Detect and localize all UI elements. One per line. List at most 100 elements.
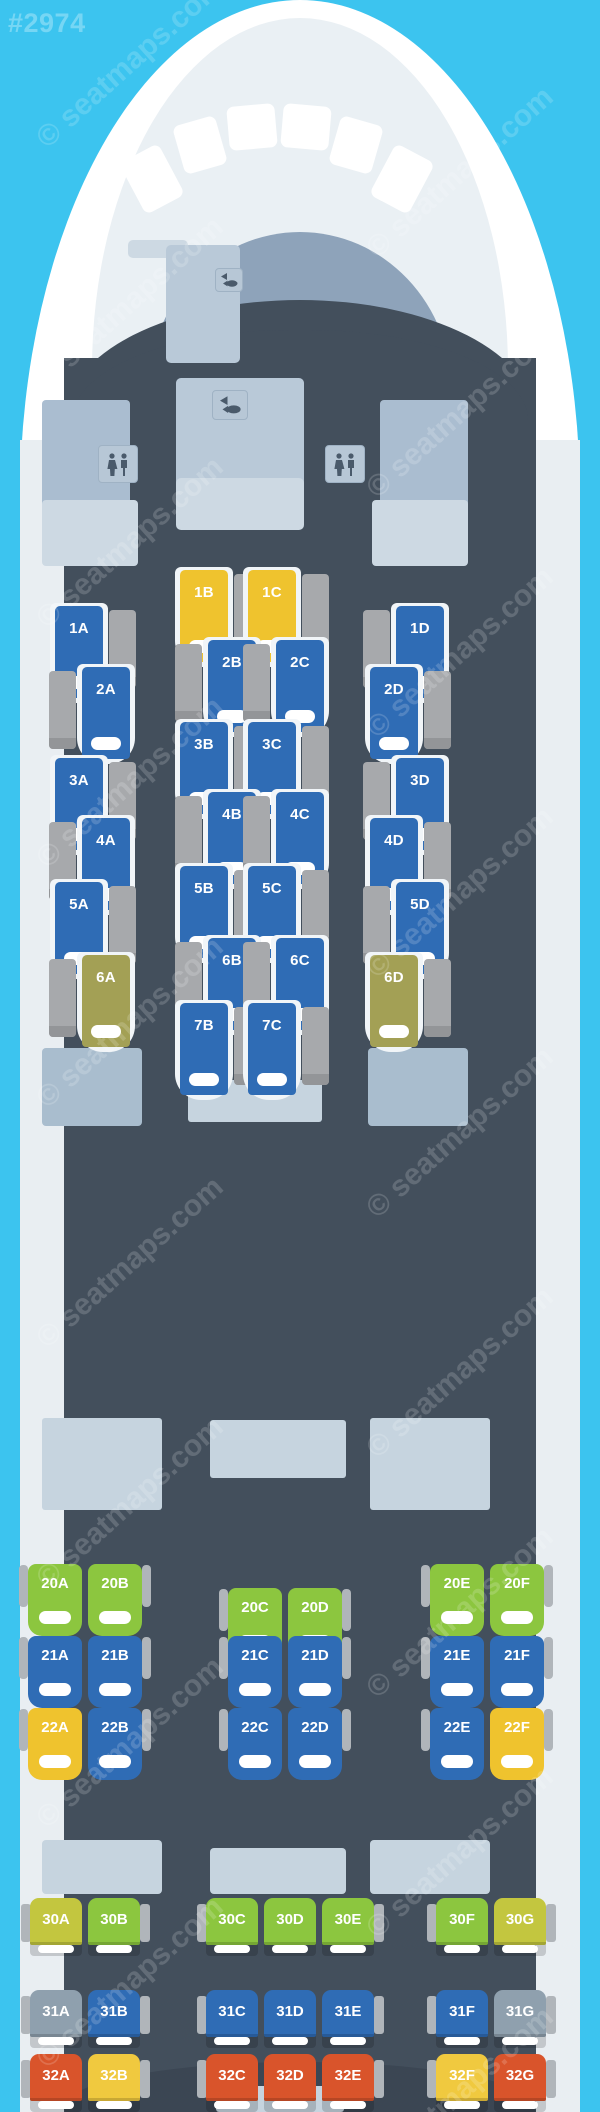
seat-6D[interactable]: 6D: [365, 952, 423, 1052]
seat-6A[interactable]: 6A: [77, 952, 135, 1052]
console-base: [49, 1026, 76, 1037]
pe-overhead-center: [210, 1420, 346, 1478]
seat-belt-pill: [441, 1611, 473, 1624]
seat-21D[interactable]: 21D: [288, 1636, 342, 1708]
seat-backrest: [490, 1564, 544, 1604]
seat-label: 5B: [194, 880, 214, 897]
seat-belt-pill: [299, 1755, 331, 1768]
seat-22E[interactable]: 22E: [430, 1708, 484, 1780]
seat-22D[interactable]: 22D: [288, 1708, 342, 1780]
seat-belt-pill: [91, 1025, 121, 1038]
seat-30C[interactable]: 30C: [206, 1898, 258, 1956]
seat-armrest-right-32E: [374, 2060, 384, 2098]
seat-31F[interactable]: 31F: [436, 1990, 488, 2048]
seat-22B[interactable]: 22B: [88, 1708, 142, 1780]
seat-32A[interactable]: 32A: [30, 2054, 82, 2112]
seat-32C[interactable]: 32C: [206, 2054, 258, 2112]
seat-belt-pill: [379, 737, 409, 750]
seat-21A[interactable]: 21A: [28, 1636, 82, 1708]
seat-32D[interactable]: 32D: [264, 2054, 316, 2112]
seat-31E[interactable]: 31E: [322, 1990, 374, 2048]
pe-overhead-right: [370, 1418, 490, 1510]
console-base: [424, 738, 451, 749]
seat-armrest-20F: [544, 1565, 553, 1607]
seat-backrest: [180, 722, 228, 784]
pe-bulkhead-left: [42, 1840, 162, 1894]
seat-21C[interactable]: 21C: [228, 1636, 282, 1708]
seat-armrest-20B: [142, 1565, 151, 1607]
seat-30G[interactable]: 30G: [494, 1898, 546, 1956]
seat-label: 5D: [410, 896, 430, 913]
seat-armrest-22A: [19, 1709, 28, 1751]
seat-2D[interactable]: 2D: [365, 664, 423, 764]
seat-label: 22B: [101, 1719, 129, 1736]
seat-belt-pill: [257, 1073, 287, 1086]
seat-backrest: [248, 1003, 296, 1065]
seat-belt-pill: [38, 2101, 74, 2109]
seat-30F[interactable]: 30F: [436, 1898, 488, 1956]
seat-20E[interactable]: 20E: [430, 1564, 484, 1636]
seat-label: 30E: [334, 1911, 362, 1928]
seat-30E[interactable]: 30E: [322, 1898, 374, 1956]
seat-22F[interactable]: 22F: [490, 1708, 544, 1780]
seat-backrest: [436, 1990, 488, 2037]
seat-belt-pill: [501, 1683, 533, 1696]
seat-backrest: [206, 2054, 258, 2101]
seat-label: 31C: [218, 2003, 246, 2020]
seat-backrest: [88, 1708, 142, 1748]
seat-label: 21F: [504, 1647, 530, 1664]
seat-belt-pill: [96, 2101, 132, 2109]
seat-21B[interactable]: 21B: [88, 1636, 142, 1708]
seat-backrest: [248, 570, 296, 632]
seat-2C[interactable]: 2C: [271, 637, 329, 737]
seat-7B[interactable]: 7B: [175, 1000, 233, 1100]
seat-belt-pill: [444, 2037, 480, 2045]
seat-20F[interactable]: 20F: [490, 1564, 544, 1636]
cabin-wall-right: [536, 440, 580, 2112]
seat-22A[interactable]: 22A: [28, 1708, 82, 1780]
seat-belt-pill: [189, 1073, 219, 1086]
seat-label: 1D: [410, 620, 430, 637]
seat-belt-pill: [444, 1945, 480, 1953]
seat-21E[interactable]: 21E: [430, 1636, 484, 1708]
seat-32B[interactable]: 32B: [88, 2054, 140, 2112]
seat-backrest: [276, 938, 324, 1000]
seat-31B[interactable]: 31B: [88, 1990, 140, 2048]
seat-belt-pill: [214, 2101, 250, 2109]
seat-30B[interactable]: 30B: [88, 1898, 140, 1956]
seat-7C[interactable]: 7C: [243, 1000, 301, 1100]
seat-32E[interactable]: 32E: [322, 2054, 374, 2112]
seat-belt-pill: [39, 1683, 71, 1696]
seat-32G[interactable]: 32G: [494, 2054, 546, 2112]
seat-30D[interactable]: 30D: [264, 1898, 316, 1956]
seat-22C[interactable]: 22C: [228, 1708, 282, 1780]
seat-20B[interactable]: 20B: [88, 1564, 142, 1636]
seat-belt-pill: [99, 1611, 131, 1624]
seat-31A[interactable]: 31A: [30, 1990, 82, 2048]
seat-belt-pill: [501, 1755, 533, 1768]
seat-belt-pill: [99, 1755, 131, 1768]
seat-belt-pill: [502, 1945, 538, 1953]
seat-31C[interactable]: 31C: [206, 1990, 258, 2048]
seat-21F[interactable]: 21F: [490, 1636, 544, 1708]
seat-label: 31E: [334, 2003, 362, 2020]
seat-30A[interactable]: 30A: [30, 1898, 82, 1956]
seat-armrest-22F: [544, 1709, 553, 1751]
seat-armrest-right-32G: [546, 2060, 556, 2098]
seat-backrest: [436, 1898, 488, 1945]
seat-label: 1C: [262, 584, 282, 601]
seat-32F[interactable]: 32F: [436, 2054, 488, 2112]
seat-backrest: [288, 1588, 342, 1628]
seat-label: 31A: [42, 2003, 70, 2020]
seat-2A[interactable]: 2A: [77, 664, 135, 764]
seat-label: 32C: [218, 2067, 246, 2084]
seat-20A[interactable]: 20A: [28, 1564, 82, 1636]
seat-backrest: [30, 2054, 82, 2101]
seat-label: 30B: [100, 1911, 128, 1928]
seat-backrest: [82, 955, 130, 1017]
seat-31G[interactable]: 31G: [494, 1990, 546, 2048]
seat-backrest: [88, 1564, 142, 1604]
seat-31D[interactable]: 31D: [264, 1990, 316, 2048]
seat-backrest: [430, 1636, 484, 1676]
seat-backrest: [206, 1898, 258, 1945]
